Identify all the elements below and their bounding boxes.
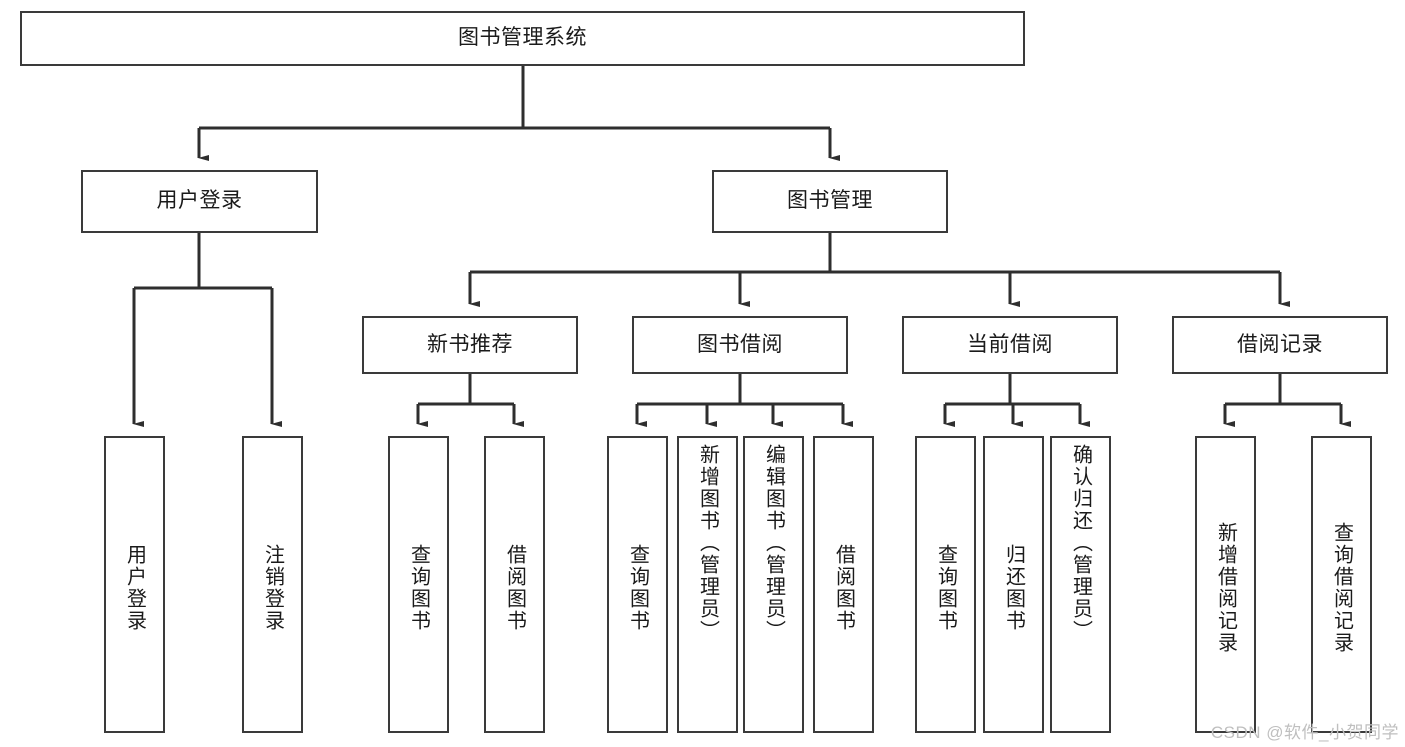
leaf-user-login-logout[interactable]: 注销登录: [242, 436, 303, 733]
node-book-borrow-label: 图书借阅: [697, 332, 783, 356]
leaf-borrow-record-add-record[interactable]: 新增借阅记录: [1195, 436, 1256, 733]
leaf-user-login-login[interactable]: 用户登录: [104, 436, 165, 733]
node-current-borrow-label: 当前借阅: [967, 332, 1053, 356]
leaf-book-borrow-edit-book-admin[interactable]: 编辑图书（管理员）: [743, 436, 804, 733]
leaf-label: 借阅图书: [832, 543, 855, 632]
leaf-borrow-record-query-record[interactable]: 查询借阅记录: [1311, 436, 1372, 733]
node-book-borrow[interactable]: 图书借阅: [632, 316, 848, 374]
leaf-label: 查询图书: [934, 543, 957, 632]
leaf-new-book-borrow-book[interactable]: 借阅图书: [484, 436, 545, 733]
leaf-current-borrow-return-book[interactable]: 归还图书: [983, 436, 1044, 733]
leaf-label: 查询图书: [626, 543, 649, 632]
leaf-book-borrow-query-book[interactable]: 查询图书: [607, 436, 668, 733]
leaf-label: 用户登录: [123, 543, 146, 632]
node-book-management-label: 图书管理: [787, 189, 873, 213]
node-user-login-label: 用户登录: [156, 189, 243, 213]
node-current-borrow[interactable]: 当前借阅: [902, 316, 1118, 374]
leaf-label: 确认归还（管理员）: [1069, 444, 1092, 642]
leaf-current-borrow-confirm-return-admin[interactable]: 确认归还（管理员）: [1050, 436, 1111, 733]
node-borrow-record-label: 借阅记录: [1237, 332, 1323, 356]
leaf-label: 新增图书（管理员）: [696, 444, 719, 642]
leaf-new-book-query-book[interactable]: 查询图书: [388, 436, 449, 733]
leaf-current-borrow-query-book[interactable]: 查询图书: [915, 436, 976, 733]
leaf-label: 借阅图书: [503, 543, 526, 632]
node-borrow-record[interactable]: 借阅记录: [1172, 316, 1388, 374]
leaf-label: 注销登录: [261, 543, 284, 632]
node-new-book-recommend-label: 新书推荐: [427, 332, 513, 356]
leaf-label: 归还图书: [1002, 543, 1025, 632]
leaf-label: 新增借阅记录: [1214, 521, 1237, 654]
leaf-label: 编辑图书（管理员）: [762, 444, 785, 642]
leaf-book-borrow-borrow-book[interactable]: 借阅图书: [813, 436, 874, 733]
leaf-label: 查询图书: [407, 543, 430, 632]
node-user-login[interactable]: 用户登录: [81, 170, 318, 233]
node-root[interactable]: 图书管理系统: [20, 11, 1025, 66]
node-book-management[interactable]: 图书管理: [712, 170, 948, 233]
node-new-book-recommend[interactable]: 新书推荐: [362, 316, 578, 374]
leaf-label: 查询借阅记录: [1330, 521, 1353, 654]
node-root-label: 图书管理系统: [458, 26, 587, 50]
leaf-book-borrow-add-book-admin[interactable]: 新增图书（管理员）: [677, 436, 738, 733]
